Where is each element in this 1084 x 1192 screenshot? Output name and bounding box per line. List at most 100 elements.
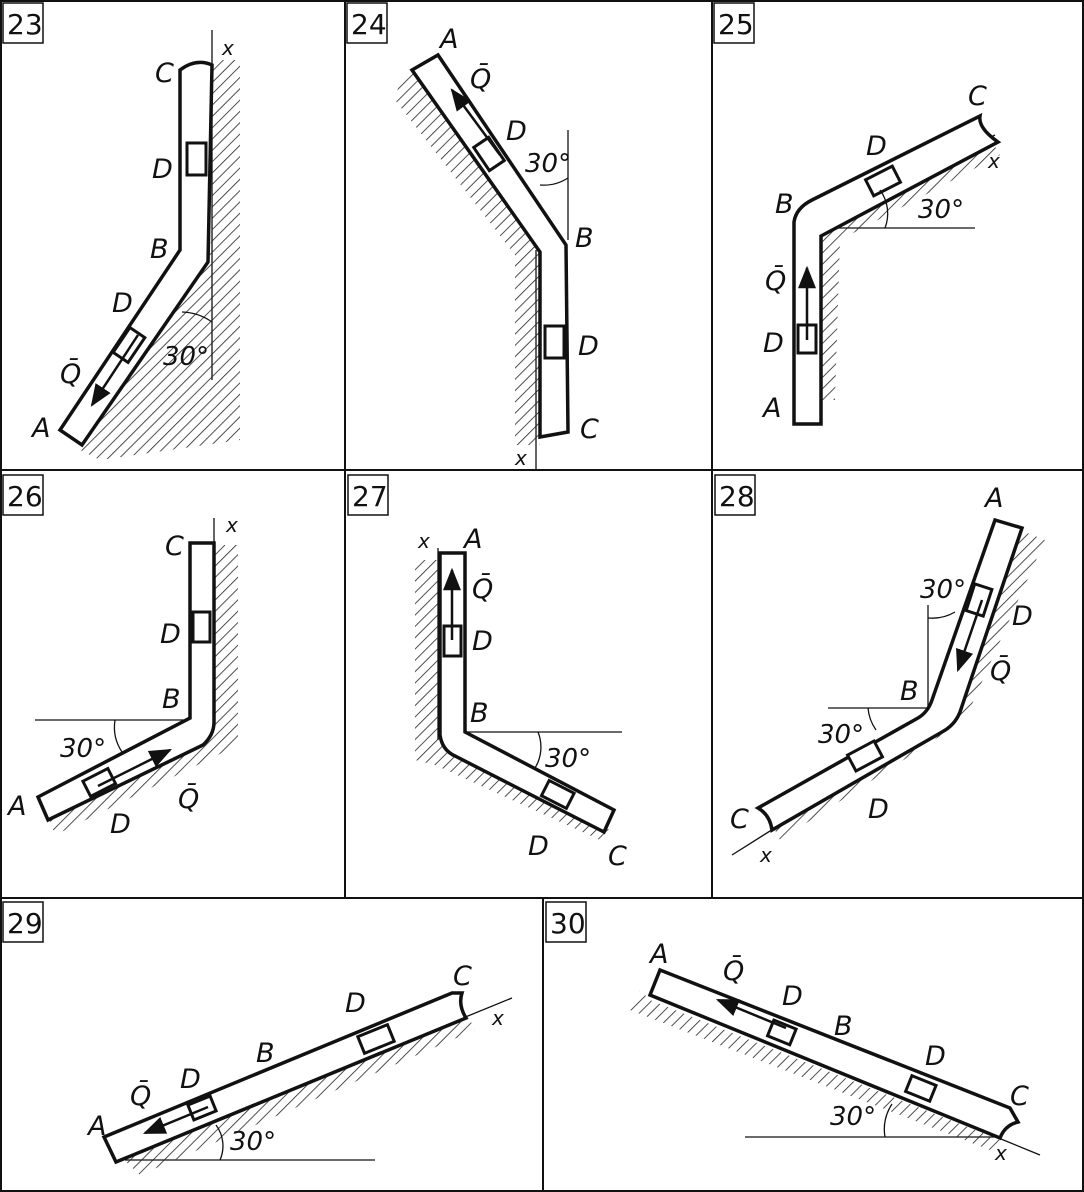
label-a: A [983,483,1003,514]
label-q: Q̄ [723,955,744,987]
label-d-upper: D [152,154,173,185]
label-d-upper: D [866,131,887,162]
body-d-upper [355,1022,397,1056]
label-a: A [30,413,50,444]
label-d-lower: D [578,331,599,362]
wall-hatching [630,990,1000,1150]
body-d-lower [543,324,566,360]
angle-arc [215,1124,224,1161]
tube-channel [101,991,469,1165]
body-d-upper [964,582,994,618]
label-angle: 30° [163,342,209,372]
label-a: A [648,939,668,970]
label-a: A [761,393,781,424]
label-b: B [150,234,169,265]
angle-arc-lower [867,707,877,731]
body-d-upper [863,164,903,198]
panel-27: 27 x A Q̄ D B 30° D C [347,474,627,872]
label-b: B [900,676,919,707]
label-d-lower: D [112,288,133,319]
tube-channel [792,112,1002,426]
angle-arc [883,1103,893,1138]
label-angle: 30° [230,1127,276,1157]
label-x: x [994,1141,1007,1165]
panel-26: 26 C x D B 30° Q̄ A D [2,474,238,840]
label-d-lower: D [180,1064,201,1095]
label-c: C [155,58,174,89]
label-angle: 30° [545,744,591,774]
panel-number: 23 [7,8,43,41]
force-q-arrow [956,599,984,673]
label-d-upper: D [160,619,181,650]
label-c: C [453,961,472,992]
label-a: A [86,1111,106,1142]
angle-arc-upper [927,611,956,619]
label-angle: 30° [830,1102,876,1132]
label-b: B [256,1038,275,1069]
label-x: x [221,36,234,60]
wall-hatching [80,60,240,460]
force-q-arrow [90,334,140,407]
label-x: x [417,529,430,553]
panel-30: 30 A Q̄ D B D 30° C x [545,901,1041,1165]
panel-24: 24 A Q̄ D 30° B D C x [346,2,599,470]
body-d-lower [80,766,118,799]
body-d-upper [765,1018,799,1047]
label-angle-upper: 30° [920,575,966,605]
label-q: Q̄ [472,573,493,605]
label-c: C [580,414,599,445]
label-d-upper: D [782,981,803,1012]
angle-arc [113,719,123,753]
angle-arc [534,731,542,769]
panel-number: 28 [719,480,755,513]
wall-hatching [122,1016,475,1175]
panel-number: 29 [7,907,43,940]
wall-hatching [415,560,610,840]
label-q: Q̄ [765,265,786,297]
label-b: B [834,1011,853,1042]
panel-29: 29 C x D B D Q̄ 30° A [2,901,513,1175]
label-c: C [165,531,184,562]
tube-channel [35,541,216,823]
label-a: A [6,791,26,822]
tube-channel [754,517,1025,833]
body-d-upper [191,610,212,644]
label-q: Q̄ [178,783,199,815]
label-d-lower: D [868,794,889,825]
body-d-lower [845,738,885,774]
label-a: A [438,24,458,55]
label-x: x [759,843,772,867]
label-angle: 30° [918,195,964,225]
panel-number: 27 [352,480,388,513]
label-angle: 30° [525,149,571,179]
label-d-lower: D [763,328,784,359]
body-d-upper [185,141,208,177]
label-d-upper: D [1012,601,1033,632]
force-q-arrow [142,1105,209,1135]
label-angle: 30° [60,734,106,764]
label-d-upper: D [345,988,366,1019]
wall-hatching [48,545,238,835]
wall-hatching [395,70,540,445]
angle-arc [181,311,213,323]
label-x: x [987,149,1000,173]
label-c: C [1010,1081,1029,1112]
label-c: C [730,804,749,835]
label-q: Q̄ [60,358,81,390]
tube-channel [409,52,570,440]
force-q-arrow [97,748,173,788]
label-x: x [514,446,527,470]
label-b: B [470,698,489,729]
label-angle-lower: 30° [818,720,864,750]
panel-number: 24 [351,8,387,41]
label-c: C [968,81,987,112]
panel-25: 25 C D x B 30° Q̄ D A [713,2,1002,426]
label-q: Q̄ [470,63,491,95]
label-b: B [162,684,181,715]
label-d-lower: D [110,809,131,840]
panel-23: 23 C x D B D Q̄ 30° A [2,2,240,460]
panel-number: 25 [718,8,754,41]
body-d-lower [539,778,577,811]
